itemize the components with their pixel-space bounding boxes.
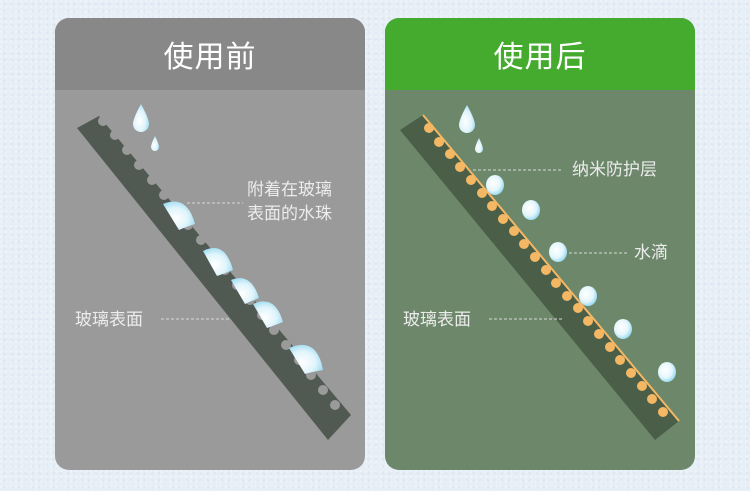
after-header: 使用后 [385,18,695,90]
after-title: 使用后 [493,40,587,75]
adhered-drop-icon [163,201,195,230]
falling-drop-icon [133,104,149,132]
falling-drop-small-icon [151,136,159,151]
water-droplet-label: 水滴 [634,243,668,263]
nano-coating-label: 纳米防护层 [572,160,657,180]
water-droplet-icon [614,319,632,339]
water-droplet-icon [658,362,676,382]
falling-drop-icon [459,105,475,133]
water-droplet-icon [522,200,540,220]
glass-surface-label-after: 玻璃表面 [403,310,471,330]
before-illustration [77,104,351,440]
glass-surface-label-before: 玻璃表面 [75,310,143,330]
glass-surface-after [400,115,679,440]
nano-coating-layer [424,123,668,417]
adhered-droplets-label-line1: 附着在玻璃 [247,180,332,200]
after-panel: 使用后 [385,18,695,470]
water-droplet-icon [486,175,504,195]
before-title: 使用前 [163,40,257,75]
glass-surface-before [77,116,351,440]
water-droplet-icon [549,242,567,262]
before-panel: 使用前 [55,18,365,470]
after-illustration [400,105,680,440]
falling-drop-small-icon [475,138,483,153]
water-droplet-icon [579,286,597,306]
adhered-droplets-label-line2: 表面的水珠 [247,204,332,224]
adhered-drop-icon [231,278,259,304]
before-header: 使用前 [55,18,365,90]
adhered-drop-icon [289,344,323,374]
adhered-droplets-label: 附着在玻璃 表面的水珠 [247,178,332,226]
adhered-drop-icon [203,248,233,276]
adhered-drop-icon [253,301,283,328]
